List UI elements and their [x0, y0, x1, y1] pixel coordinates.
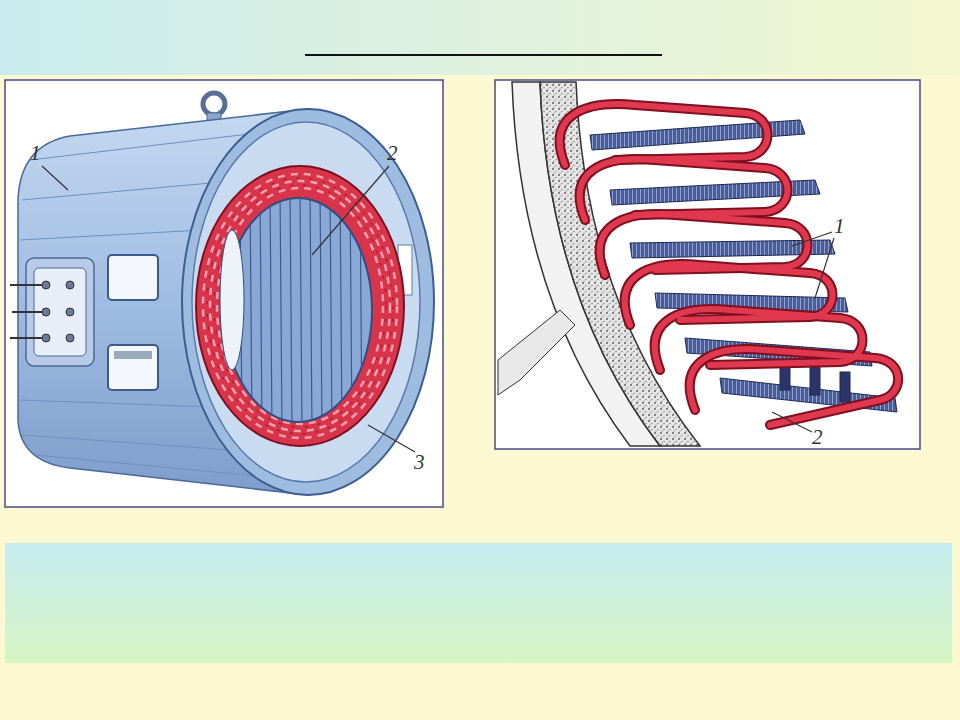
winding-drawing: [498, 82, 898, 446]
panel: [495, 80, 920, 449]
stator-drawing: [10, 93, 434, 495]
callout-number: 3: [414, 452, 425, 473]
callout-number: 1: [834, 216, 845, 237]
callout-number: 2: [387, 143, 398, 164]
callout-number: 2: [812, 427, 823, 448]
title-rule: [305, 54, 662, 56]
callout-number: 1: [30, 143, 41, 164]
panel: [5, 80, 443, 507]
top-band: [0, 0, 960, 75]
caption-band: [5, 543, 952, 663]
